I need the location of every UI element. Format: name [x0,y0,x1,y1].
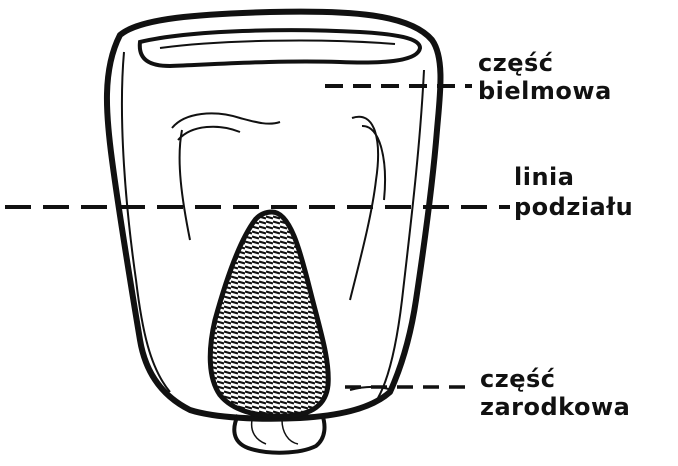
kernel-inner-contour [378,70,424,398]
embryo-label-line2: zarodkowa [480,394,630,420]
embryo-label-line1: część [480,366,555,392]
cut-line-label-line2: podziału [514,194,633,220]
endosperm-label-line1: część [478,50,553,76]
kernel-tip-lines [252,420,298,444]
endosperm-label-line2: bielmowa [478,78,612,104]
kernel-inner-contour [122,52,170,392]
kernel-top-crease-inner [160,41,395,48]
kernel-top-crease [140,30,420,66]
cut-line-label-line1: linia [514,164,574,190]
embryo-region [210,212,328,416]
